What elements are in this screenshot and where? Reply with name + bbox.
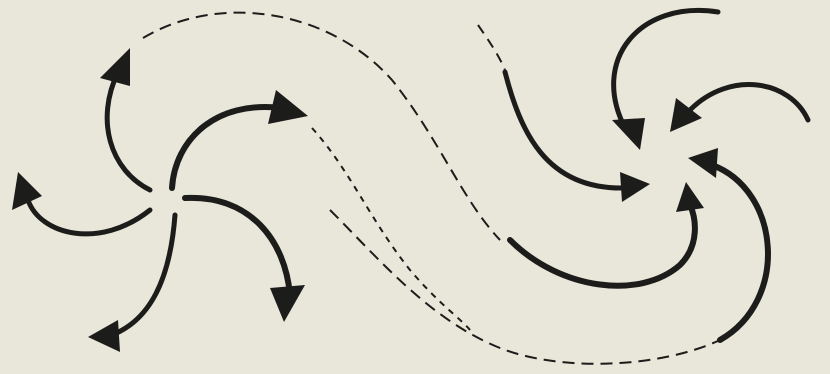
- arrowhead-upper-right: [268, 90, 308, 124]
- converging-arrow-bottom: [510, 205, 695, 286]
- dashed-streamline-top: [143, 13, 500, 240]
- dashed-streamline-lead: [478, 25, 505, 70]
- arrowhead-up: [100, 48, 130, 86]
- arrowhead-bottom: [88, 320, 120, 352]
- converging-arrows: [505, 10, 808, 340]
- dashed-streamline-middle: [312, 128, 470, 330]
- diverging-arrow-bottom: [112, 215, 175, 335]
- converging-arrow-right: [690, 85, 808, 120]
- arrowhead-right-down: [270, 285, 305, 322]
- diverging-arrows: [12, 48, 308, 352]
- arrowhead-lower-right: [688, 148, 718, 178]
- converging-arrow-left: [505, 72, 625, 188]
- converging-arrow-top: [614, 10, 718, 128]
- converging-arrow-lower-right: [712, 165, 768, 340]
- dashed-streamline-bottom: [330, 210, 720, 364]
- diverging-arrow-right-down: [185, 198, 290, 295]
- arrowhead-top: [612, 118, 645, 150]
- diverging-arrow-left: [28, 200, 150, 234]
- arrowhead-bottom-in: [676, 182, 704, 212]
- arrowhead-left-in: [620, 172, 650, 202]
- diverging-arrow-upper-right: [172, 107, 282, 188]
- diverging-arrow-up: [107, 72, 150, 190]
